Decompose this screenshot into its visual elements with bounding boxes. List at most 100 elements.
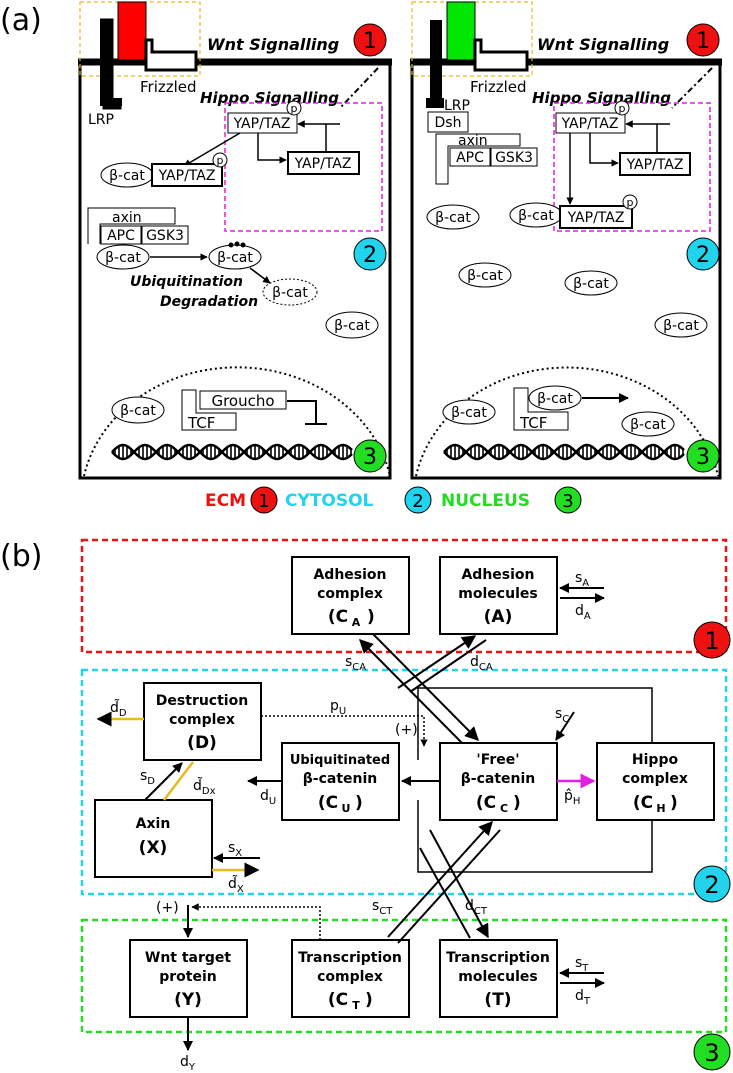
svg-text:β-cat: β-cat: [663, 318, 699, 334]
box-destruction-complex: Destruction complex (D): [143, 682, 262, 761]
region-cytosol-marker: 2: [693, 865, 731, 903]
svg-text:complex: complex: [169, 712, 235, 728]
left-bcat-free: [325, 311, 379, 339]
svg-text:C: C: [500, 802, 508, 815]
svg-text:complex: complex: [622, 771, 688, 787]
svg-text:sCA: sCA: [345, 654, 366, 673]
svg-text:YAP/TAZ: YAP/TAZ: [158, 168, 216, 184]
left-destruction-complex: [87, 207, 176, 244]
svg-text:Frizzled: Frizzled: [470, 78, 527, 96]
svg-text:β-cat: β-cat: [334, 318, 370, 334]
svg-text:Groucho: Groucho: [211, 392, 274, 410]
dna-strand: [111, 443, 353, 461]
svg-text:Wnt Signalling: Wnt Signalling: [537, 35, 669, 54]
svg-text:'Free': 'Free': [476, 752, 519, 768]
svg-text:H: H: [656, 802, 665, 815]
svg-text:2: 2: [412, 491, 423, 512]
left-hippo-signal-line: [339, 67, 379, 109]
svg-text:): ): [513, 793, 521, 813]
svg-text:3: 3: [562, 491, 573, 512]
svg-text:Ubiquitinated: Ubiquitinated: [290, 753, 390, 768]
svg-text:β-cat: β-cat: [120, 403, 156, 419]
svg-text:2: 2: [704, 871, 719, 899]
svg-text:(C: (C: [318, 793, 338, 813]
svg-text:β-cat: β-cat: [573, 276, 609, 292]
legend-nucleus: NUCLEUS: [441, 491, 530, 511]
left-wnt-receptor: [117, 1, 147, 61]
right-tcf-complex: [513, 387, 569, 431]
svg-text:p: p: [291, 102, 298, 115]
svg-text:APC: APC: [107, 228, 135, 244]
svg-text:sCT: sCT: [372, 898, 393, 917]
svg-text:complex: complex: [317, 969, 383, 985]
svg-text:sD: sD: [140, 768, 155, 787]
right-dsh: [427, 111, 469, 133]
svg-text:β-catenin: β-catenin: [303, 771, 378, 787]
left-bcat-nucleus: [111, 396, 165, 424]
svg-text:β-cat: β-cat: [272, 285, 308, 301]
svg-text:sT: sT: [575, 955, 589, 974]
panel-b-label: (b): [0, 539, 42, 574]
left-yap-taz-bound: [151, 163, 223, 187]
svg-text:p: p: [619, 102, 626, 115]
svg-text:dA: dA: [575, 603, 591, 622]
svg-text:dCA: dCA: [470, 654, 493, 673]
svg-text:TCF: TCF: [187, 414, 215, 432]
svg-text:Dsh: Dsh: [435, 115, 462, 131]
dna-strand: [443, 443, 685, 461]
svg-text:A: A: [352, 616, 361, 629]
svg-text:pU: pU: [330, 698, 346, 717]
rate-labels: sA dA sCA dCA d̃D pU (+) sC sD d̃Dx dU p…: [110, 570, 591, 1073]
box-hippo-complex: Hippo complex (C H ): [596, 742, 715, 821]
svg-text:Transcription: Transcription: [446, 950, 550, 966]
svg-text:): ): [670, 793, 678, 813]
left-wnt-signalling: Wnt Signalling: [207, 35, 339, 54]
svg-text:dY: dY: [180, 1054, 196, 1073]
left-circle-3: 3: [353, 439, 387, 473]
panel-a-label: (a): [0, 3, 42, 38]
dna-strand: [111, 443, 353, 461]
svg-text:): ): [355, 793, 363, 813]
region-ecm-marker: 1: [693, 621, 731, 659]
svg-text:TCF: TCF: [519, 414, 547, 432]
svg-text:Hippo: Hippo: [632, 752, 679, 768]
right-destruction-complex: [435, 133, 521, 185]
svg-text:1: 1: [258, 491, 269, 512]
svg-text:1: 1: [704, 627, 719, 655]
svg-text:molecules: molecules: [458, 969, 537, 985]
svg-text:GSK3: GSK3: [146, 228, 184, 244]
svg-text:β-cat: β-cat: [105, 250, 141, 266]
svg-text:dT: dT: [575, 988, 591, 1007]
svg-text:dCT: dCT: [465, 898, 488, 917]
svg-text:2: 2: [696, 243, 710, 268]
svg-text:p: p: [217, 154, 224, 167]
svg-text:(D): (D): [187, 733, 217, 753]
right-wnt-receptor: [446, 1, 476, 61]
svg-text:β-cat: β-cat: [537, 391, 573, 407]
left-circle-1: 1: [353, 23, 387, 57]
svg-text:APC: APC: [456, 150, 484, 166]
svg-text:2: 2: [363, 243, 377, 268]
svg-text:): ): [367, 607, 375, 627]
svg-text:YAP/TAZ: YAP/TAZ: [567, 210, 625, 226]
right-hippo-region: [553, 102, 711, 232]
legend-cytosol: CYTOSOL: [285, 491, 374, 511]
right-circle-2: 2: [686, 237, 720, 271]
right-circle-1: 1: [686, 23, 720, 57]
svg-text:d̃D: d̃D: [110, 699, 127, 719]
left-cell: Frizzled LRP Wnt Signalling 1 Hippo Sign…: [78, 1, 392, 480]
svg-text:(C: (C: [328, 607, 348, 627]
svg-text:β-cat: β-cat: [630, 417, 666, 433]
svg-text:3: 3: [363, 445, 377, 470]
svg-text:Hippo Signalling: Hippo Signalling: [532, 89, 671, 107]
left-frizzled: [144, 38, 198, 72]
svg-text:): ): [365, 990, 373, 1010]
left-bcat-degraded: [262, 278, 318, 306]
left-circle-2: 2: [353, 237, 387, 271]
box-transcription-complex: Transcription complex (C T ): [291, 939, 410, 1018]
svg-text:3: 3: [704, 1039, 719, 1067]
svg-text:sC: sC: [555, 706, 569, 725]
svg-text:(X): (X): [139, 838, 168, 858]
svg-text:Axin: Axin: [136, 816, 171, 832]
svg-text:GSK3: GSK3: [495, 150, 533, 166]
